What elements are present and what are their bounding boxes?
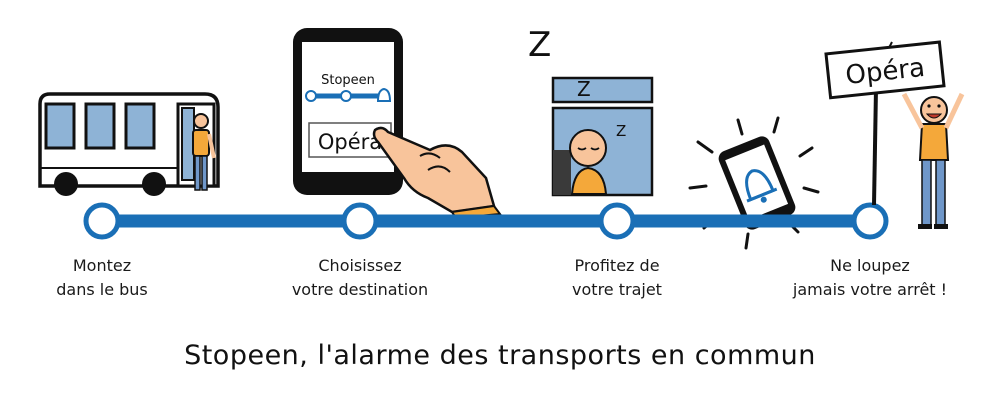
timeline bbox=[83, 202, 889, 240]
happy-passenger-figure bbox=[901, 92, 965, 229]
step-2-line2: votre destination bbox=[291, 280, 429, 299]
step-1-label: Montez dans le bus bbox=[2, 254, 202, 302]
alarm-bell-icon bbox=[745, 169, 775, 202]
ringing-phone-illustration bbox=[688, 116, 820, 250]
step-1-line2: dans le bus bbox=[56, 280, 148, 299]
passenger-figure bbox=[192, 113, 216, 191]
tagline: Stopeen, l'alarme des transports en comm… bbox=[184, 340, 816, 371]
step-2-label: Choisissez votre destination bbox=[260, 254, 460, 302]
step-4-line1: Ne loupez bbox=[830, 256, 910, 275]
step-4-line2: jamais votre arrêt ! bbox=[792, 280, 948, 299]
bus-illustration bbox=[38, 92, 220, 196]
step-3-line1: Profitez de bbox=[574, 256, 660, 275]
phone-app-name: Stopeen bbox=[321, 73, 375, 88]
sleep-z-medium: Z bbox=[577, 77, 591, 101]
timeline-stop-1 bbox=[83, 202, 121, 240]
step-3-line2: votre trajet bbox=[572, 280, 662, 299]
destination-text: Opéra bbox=[318, 130, 382, 154]
step-2-line1: Choisissez bbox=[318, 256, 402, 275]
step-1-line1: Montez bbox=[72, 256, 132, 275]
bell-icon bbox=[376, 87, 392, 102]
stop-sign bbox=[824, 40, 946, 100]
timeline-stop-3 bbox=[598, 202, 636, 240]
bus-stop-illustration: Opéra bbox=[824, 40, 965, 229]
sleep-z-small: Z bbox=[616, 122, 626, 140]
sleeping-passenger-illustration: Z Z Z bbox=[528, 25, 654, 197]
phone-app-illustration: Stopeen Opéra bbox=[293, 28, 502, 220]
timeline-stop-2 bbox=[341, 202, 379, 240]
step-3-label: Profitez de votre trajet bbox=[517, 254, 717, 302]
timeline-stop-4 bbox=[851, 202, 889, 240]
step-4-label: Ne loupez jamais votre arrêt ! bbox=[770, 254, 970, 302]
sleep-z-large: Z bbox=[528, 25, 551, 65]
